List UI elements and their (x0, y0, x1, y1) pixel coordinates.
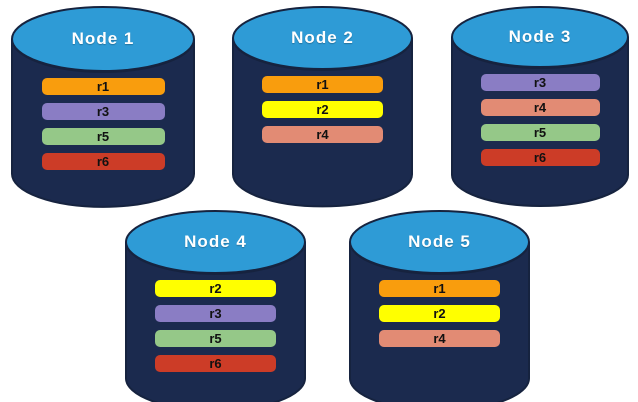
shard-label: r6 (209, 356, 222, 371)
shard-list: r3 r4 r5 r6 (450, 74, 630, 174)
shard-label: r3 (533, 75, 547, 90)
shard-bar[interactable]: r5 (41, 128, 165, 145)
shard-bar[interactable]: r1 (41, 78, 165, 95)
shard-list: r1 r3 r5 r6 (10, 78, 196, 178)
cylinder-top-disc (11, 6, 195, 72)
shard-label: r5 (209, 331, 222, 346)
shard-label: r4 (533, 100, 547, 115)
shard-bar[interactable]: r1 (262, 76, 383, 93)
shard-bar[interactable]: r6 (480, 149, 600, 166)
shard-bar[interactable]: r5 (480, 124, 600, 141)
shard-label: r5 (533, 125, 547, 140)
shard-label: r3 (209, 306, 222, 321)
shard-list: r1 r2 r4 (348, 280, 531, 355)
shard-bar[interactable]: r4 (379, 330, 500, 347)
shard-label: r2 (209, 281, 222, 296)
cylinder-top-disc (125, 210, 306, 274)
shard-label: r2 (316, 102, 329, 117)
shard-label: r1 (433, 281, 446, 296)
shard-bar[interactable]: r6 (41, 153, 165, 170)
shard-label: r4 (316, 127, 329, 142)
shard-list: r2 r3 r5 r6 (124, 280, 307, 380)
shard-label: r5 (96, 129, 110, 144)
shard-bar[interactable]: r2 (262, 101, 383, 118)
shard-bar[interactable]: r5 (155, 330, 276, 347)
shard-label: r6 (533, 150, 547, 165)
shard-bar[interactable]: r3 (41, 103, 165, 120)
shard-list: r1 r2 r4 (231, 76, 414, 151)
shard-bar[interactable]: r6 (155, 355, 276, 372)
shard-label: r4 (433, 331, 446, 346)
cylinder-top-disc (451, 6, 629, 68)
shard-label: r1 (96, 79, 110, 94)
shard-bar[interactable]: r3 (155, 305, 276, 322)
shard-bar[interactable]: r4 (480, 99, 600, 116)
shard-bar[interactable]: r2 (379, 305, 500, 322)
cylinder-top-disc (349, 210, 530, 274)
cylinder-top-disc (232, 6, 413, 70)
shard-label: r2 (433, 306, 446, 321)
shard-bar[interactable]: r1 (379, 280, 500, 297)
shard-label: r6 (96, 154, 110, 169)
shard-label: r1 (316, 77, 329, 92)
shard-bar[interactable]: r4 (262, 126, 383, 143)
shard-bar[interactable]: r2 (155, 280, 276, 297)
shard-bar[interactable]: r3 (480, 74, 600, 91)
shard-label: r3 (96, 104, 110, 119)
